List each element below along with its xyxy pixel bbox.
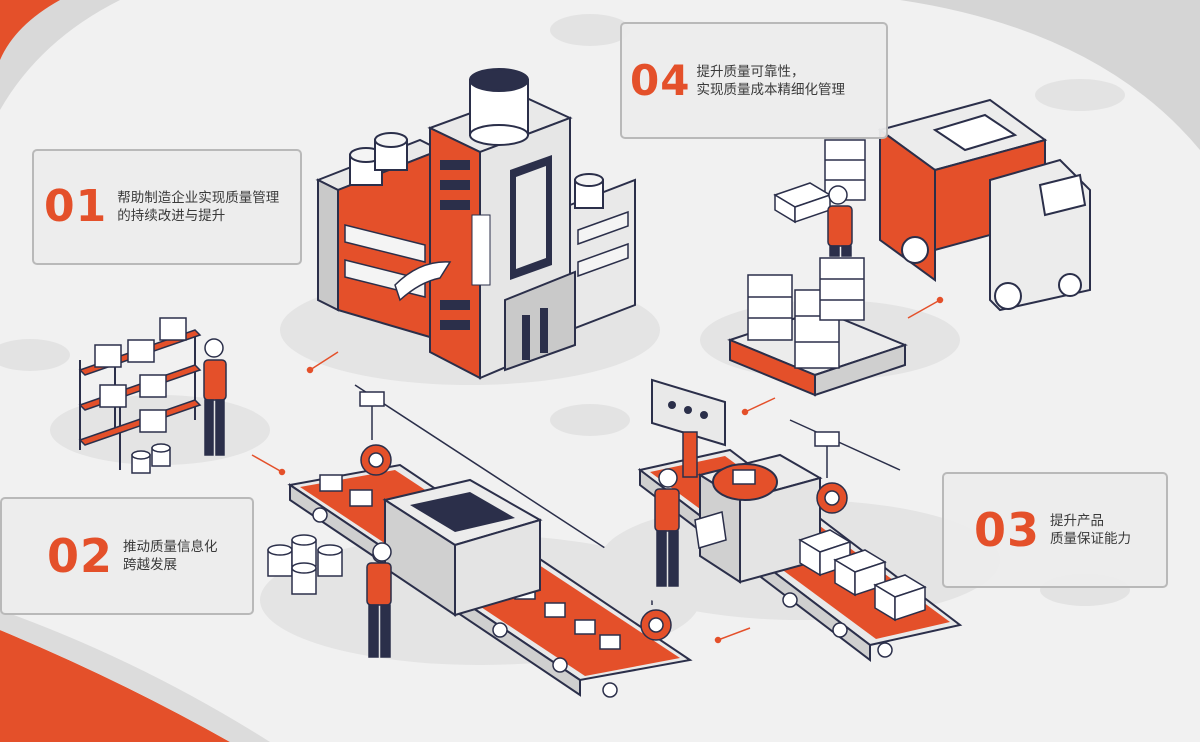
background-swoosh-red-bottom-left	[0, 630, 230, 742]
callout-04-number: 04	[630, 55, 691, 105]
callout-04-line-1: 提升质量可靠性，	[696, 63, 805, 80]
background-swoosh-top-right	[900, 0, 1200, 150]
callout-03: 03 提升产品 质量保证能力	[942, 472, 1168, 588]
worker-loading	[827, 185, 853, 257]
delivery-truck	[877, 98, 1091, 312]
worker-shelf	[203, 338, 227, 456]
callout-03-text: 提升产品 质量保证能力	[1050, 512, 1131, 548]
callout-01-text: 帮助制造企业实现质量管理 的持续改进与提升	[117, 189, 279, 225]
worker-assembly	[366, 542, 392, 658]
callout-02-number: 02	[47, 529, 114, 583]
warehouse-shelf	[50, 317, 270, 474]
callout-02: 02 推动质量信息化 跨越发展	[0, 497, 254, 615]
pallet-and-truck	[700, 98, 1091, 397]
background-swoosh-red-top-left	[0, 0, 60, 60]
worker-inspector	[654, 468, 727, 587]
callout-01-line-1: 帮助制造企业实现质量管理	[117, 190, 280, 206]
callout-03-number: 03	[974, 503, 1041, 557]
background-swoosh-gray-bottom-left	[0, 610, 270, 742]
background-swoosh-top-left	[0, 0, 120, 110]
assembly-line-right	[600, 378, 1000, 663]
callout-01: 01 帮助制造企业实现质量管理 的持续改进与提升	[32, 149, 302, 265]
callout-02-line-2: 跨越发展	[123, 557, 178, 573]
callout-03-line-1: 提升产品	[1050, 513, 1105, 529]
callout-01-number: 01	[44, 181, 108, 232]
callout-02-text: 推动质量信息化 跨越发展	[123, 538, 218, 574]
callout-02-line-1: 推动质量信息化	[123, 539, 218, 555]
assembly-line-left	[260, 384, 701, 698]
callout-03-line-2: 质量保证能力	[1050, 531, 1132, 547]
callout-01-line-2: 的持续改进与提升	[117, 208, 226, 224]
background-clouds	[0, 14, 1130, 606]
factory-building	[280, 68, 660, 385]
callout-04-line-2: 实现质量成本精细化管理	[696, 81, 845, 98]
callout-04-text: 提升质量可靠性， 实现质量成本精细化管理	[696, 63, 845, 99]
callout-04: 04 提升质量可靠性， 实现质量成本精细化管理	[620, 22, 888, 139]
flow-markers	[251, 296, 944, 644]
